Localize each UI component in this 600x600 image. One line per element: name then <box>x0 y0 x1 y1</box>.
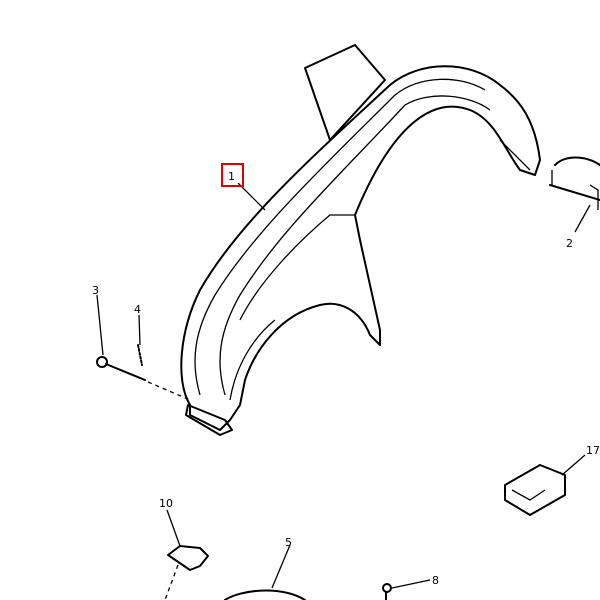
spring-part-4[interactable] <box>137 344 143 366</box>
leader-lines <box>96 182 591 589</box>
callout-4[interactable]: 4 <box>134 303 141 316</box>
callout-2[interactable]: 2 <box>566 237 573 250</box>
cover-part-5[interactable] <box>224 589 306 600</box>
connector-part-17[interactable] <box>504 464 566 516</box>
screw-part-8[interactable] <box>382 583 392 600</box>
callout-10[interactable]: 10 <box>159 497 173 510</box>
callout-5[interactable]: 5 <box>285 536 292 549</box>
bolt-part-3[interactable] <box>96 356 191 401</box>
callout-8[interactable]: 8 <box>432 574 439 587</box>
callout-3[interactable]: 3 <box>92 284 99 297</box>
clip-part-2[interactable] <box>549 156 600 211</box>
chain-guard-part[interactable] <box>180 44 541 436</box>
callout-1[interactable]: 1 <box>228 170 235 183</box>
plate-part-10[interactable] <box>164 545 209 600</box>
callout-17[interactable]: 17 <box>586 444 600 457</box>
callout-1-highlight-box <box>221 163 244 187</box>
